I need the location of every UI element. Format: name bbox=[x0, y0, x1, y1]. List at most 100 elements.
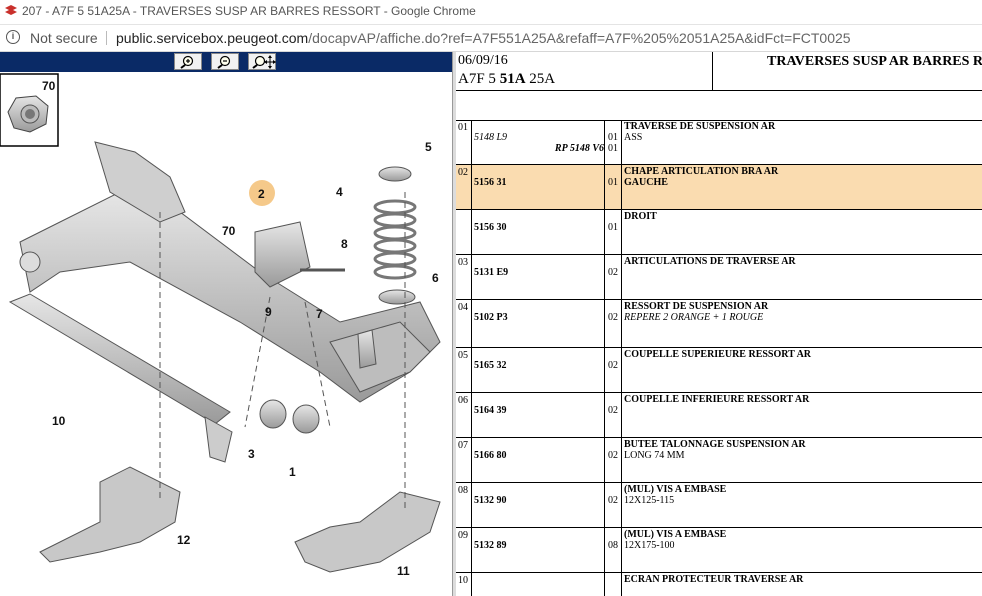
column-divider bbox=[604, 573, 605, 596]
column-divider bbox=[604, 528, 605, 572]
security-status[interactable]: Not secure bbox=[30, 30, 98, 46]
part-description: COUPELLE SUPERIEURE RESSORT AR bbox=[624, 349, 812, 360]
address-bar[interactable]: i Not secure public.servicebox.peugeot.c… bbox=[0, 25, 982, 52]
part-description: (MUL) VIS A EMBASE bbox=[624, 529, 727, 540]
callout-2[interactable]: 2 bbox=[258, 187, 265, 201]
item-number: 02 bbox=[458, 167, 468, 178]
column-divider bbox=[471, 210, 472, 254]
bump-stop[interactable] bbox=[357, 329, 377, 369]
part-reference: 5148 L9 bbox=[474, 132, 508, 143]
info-icon[interactable]: i bbox=[6, 30, 20, 44]
part-reference: 5132 90 bbox=[474, 495, 507, 506]
part-detail: REPERE 2 ORANGE + 1 ROUGE bbox=[624, 312, 764, 323]
url-path: /docapvAP/affiche.do?ref=A7F551A25A&refa… bbox=[308, 30, 851, 46]
column-divider bbox=[471, 393, 472, 437]
quantity: 01 bbox=[608, 222, 618, 233]
stabilizer-bar[interactable] bbox=[8, 293, 233, 463]
callout-3[interactable]: 3 bbox=[248, 447, 255, 461]
zoom-in-button[interactable] bbox=[174, 53, 202, 70]
part-detail: GAUCHE bbox=[624, 177, 668, 188]
quantity-secondary: 01 bbox=[608, 143, 618, 154]
nut-inset[interactable] bbox=[0, 73, 59, 147]
column-divider bbox=[604, 300, 605, 347]
callout-7[interactable]: 7 bbox=[316, 307, 323, 321]
catalog-date: 06/09/16 bbox=[458, 53, 508, 68]
item-number: 08 bbox=[458, 485, 468, 496]
diagram-toolbar bbox=[0, 52, 452, 72]
heat-shield-right[interactable] bbox=[294, 491, 441, 573]
callout-9[interactable]: 9 bbox=[265, 305, 272, 319]
lower-spring-seat[interactable] bbox=[378, 289, 416, 305]
column-divider bbox=[621, 120, 622, 164]
callout-5[interactable]: 5 bbox=[425, 140, 432, 154]
part-reference: 5131 E9 bbox=[474, 267, 509, 278]
callout-8[interactable]: 8 bbox=[341, 237, 348, 251]
part-description: ECRAN PROTECTEUR TRAVERSE AR bbox=[624, 574, 804, 585]
column-divider bbox=[604, 255, 605, 299]
replacement-reference: RP 5148 V6 bbox=[554, 143, 604, 154]
zoom-pan-button[interactable] bbox=[248, 53, 276, 70]
column-divider bbox=[621, 300, 622, 347]
column-divider bbox=[471, 483, 472, 527]
column-divider bbox=[604, 483, 605, 527]
pane-splitter[interactable] bbox=[452, 52, 457, 596]
url-host: public.servicebox.peugeot.com bbox=[116, 30, 309, 46]
address-divider bbox=[106, 31, 107, 45]
part-reference: 5156 31 bbox=[474, 177, 507, 188]
diagram-pane: 70 2 5 70 4 8 6 7 9 10 3 1 12 11 bbox=[0, 52, 452, 596]
coil-spring[interactable] bbox=[373, 199, 417, 280]
callout-6[interactable]: 6 bbox=[432, 271, 439, 285]
column-divider bbox=[471, 255, 472, 299]
part-description: CHAPE ARTICULATION BRA AR bbox=[624, 166, 779, 177]
browser-title-bar: 207 - A7F 5 51A25A - TRAVERSES SUSP AR B… bbox=[0, 0, 982, 25]
column-divider bbox=[604, 120, 605, 164]
column-divider bbox=[471, 165, 472, 209]
part-description: DROIT bbox=[624, 211, 657, 222]
item-number: 09 bbox=[458, 530, 468, 541]
part-description: ARTICULATIONS DE TRAVERSE AR bbox=[624, 256, 796, 267]
callout-12[interactable]: 12 bbox=[177, 533, 191, 547]
catalog-code: A7F 5 51A 25A bbox=[458, 71, 556, 87]
callout-highlight bbox=[249, 180, 275, 206]
suspension-crossmember[interactable] bbox=[19, 141, 441, 403]
axle-bushing[interactable] bbox=[259, 399, 320, 434]
part-detail: ASS bbox=[624, 132, 643, 143]
column-divider bbox=[621, 393, 622, 437]
parts-list-pane: 06/09/16 A7F 5 51A 25A TRAVERSES SUSP AR… bbox=[456, 52, 982, 596]
exploded-parts-diagram: 70 2 5 70 4 8 6 7 9 10 3 1 12 11 bbox=[0, 73, 441, 578]
zoom-out-button[interactable] bbox=[211, 53, 239, 70]
url-field[interactable]: public.servicebox.peugeot.com/docapvAP/a… bbox=[116, 30, 851, 46]
part-detail: LONG 74 MM bbox=[624, 450, 685, 461]
upper-spring-seat[interactable] bbox=[378, 166, 412, 182]
column-divider bbox=[604, 165, 605, 209]
column-divider bbox=[621, 165, 622, 209]
heat-shield-left[interactable] bbox=[39, 466, 181, 563]
callout-4[interactable]: 4 bbox=[336, 185, 343, 199]
part-reference: 5132 89 bbox=[474, 540, 507, 551]
callout-10[interactable]: 10 bbox=[52, 414, 66, 428]
part-description: (MUL) VIS A EMBASE bbox=[624, 484, 727, 495]
hinge-bracket[interactable] bbox=[254, 221, 345, 288]
callout-11[interactable]: 11 bbox=[397, 564, 410, 578]
callout-70[interactable]: 70 bbox=[222, 224, 236, 238]
column-divider bbox=[471, 348, 472, 392]
zoom-pan-icon bbox=[252, 55, 276, 69]
callout-1[interactable]: 1 bbox=[289, 465, 296, 479]
zoom-in-icon bbox=[180, 55, 194, 69]
column-divider bbox=[471, 528, 472, 572]
item-number: 01 bbox=[458, 122, 468, 133]
quantity: 02 bbox=[608, 360, 618, 371]
callout-70-inset[interactable]: 70 bbox=[42, 79, 56, 93]
column-divider bbox=[621, 348, 622, 392]
